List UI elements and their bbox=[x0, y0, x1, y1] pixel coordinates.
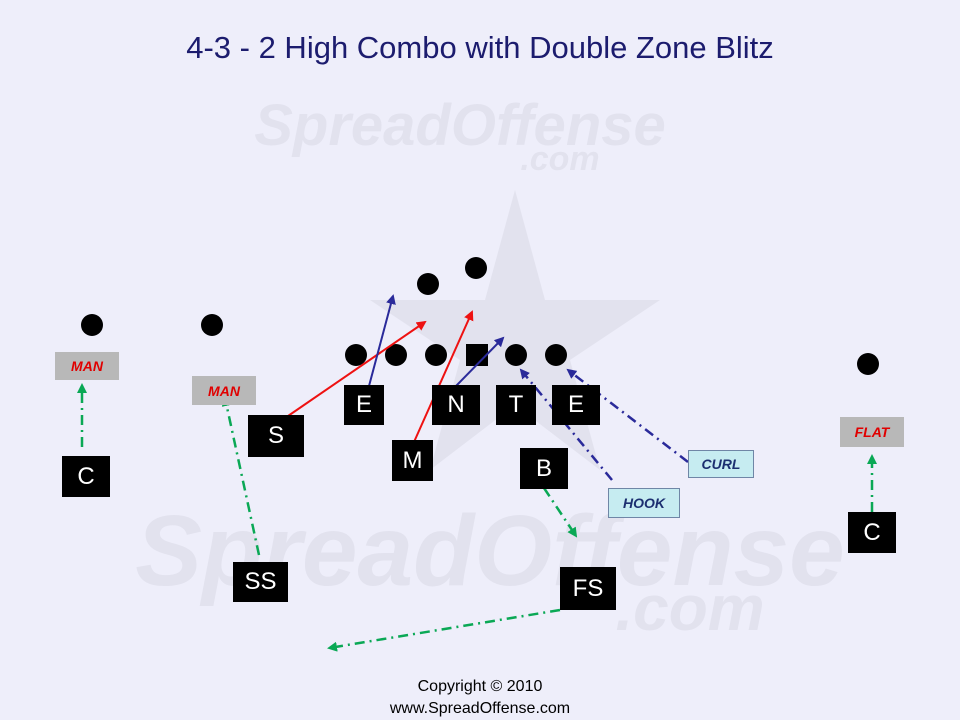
defender-c-right: C bbox=[848, 512, 896, 553]
assignment-man-ss: MAN bbox=[192, 376, 256, 405]
rush-path-n bbox=[455, 336, 505, 387]
line-center-left bbox=[425, 344, 447, 366]
blitz-path-s bbox=[287, 320, 427, 417]
line-left-guard bbox=[385, 344, 407, 366]
footer-copyright: Copyright © 2010 bbox=[417, 678, 543, 695]
coverage-path-b bbox=[542, 487, 578, 538]
line-right-guard bbox=[505, 344, 527, 366]
footer-url: www.SpreadOffense.com bbox=[389, 700, 571, 717]
blitz-path-m bbox=[413, 310, 474, 443]
receiver-right bbox=[857, 353, 879, 375]
defender-m: M bbox=[392, 440, 433, 481]
line-center-snapper bbox=[466, 344, 488, 366]
offense bbox=[81, 257, 879, 375]
rush-path-e-left bbox=[368, 294, 396, 387]
assignment-flat: FLAT bbox=[840, 417, 904, 447]
diagram-title: 4-3 - 2 High Combo with Double Zone Blit… bbox=[186, 30, 774, 65]
receiver-left-outside bbox=[81, 314, 103, 336]
line-right-tackle bbox=[545, 344, 567, 366]
quarterback bbox=[417, 273, 439, 295]
defender-n: N bbox=[432, 385, 480, 425]
assignment-man-left: MAN bbox=[55, 352, 119, 380]
watermark-brand-top: SpreadOffense bbox=[254, 93, 666, 158]
watermark-star-logo bbox=[370, 190, 660, 470]
watermark-domain-bottom: .com bbox=[615, 572, 764, 644]
defender-s: S bbox=[248, 415, 304, 457]
defender-ss: SS bbox=[233, 562, 288, 602]
blitz-paths bbox=[287, 310, 474, 443]
assignment-curl: CURL bbox=[688, 450, 754, 478]
defender-t: T bbox=[496, 385, 536, 425]
coverage-path-ss bbox=[221, 396, 261, 556]
assignment-hook: HOOK bbox=[608, 488, 680, 518]
defender-e-right: E bbox=[552, 385, 600, 425]
line-left-tackle bbox=[345, 344, 367, 366]
watermark-domain-top: .com bbox=[520, 140, 599, 178]
defender-fs: FS bbox=[560, 567, 616, 610]
drop-path-t-hook bbox=[519, 368, 613, 481]
defender-b: B bbox=[520, 448, 568, 489]
receiver-left-inside bbox=[201, 314, 223, 336]
coverage-paths bbox=[77, 383, 877, 652]
defender-c-left: C bbox=[62, 456, 110, 497]
running-back bbox=[465, 257, 487, 279]
defender-e-left: E bbox=[344, 385, 384, 425]
coverage-path-fs bbox=[327, 608, 561, 652]
